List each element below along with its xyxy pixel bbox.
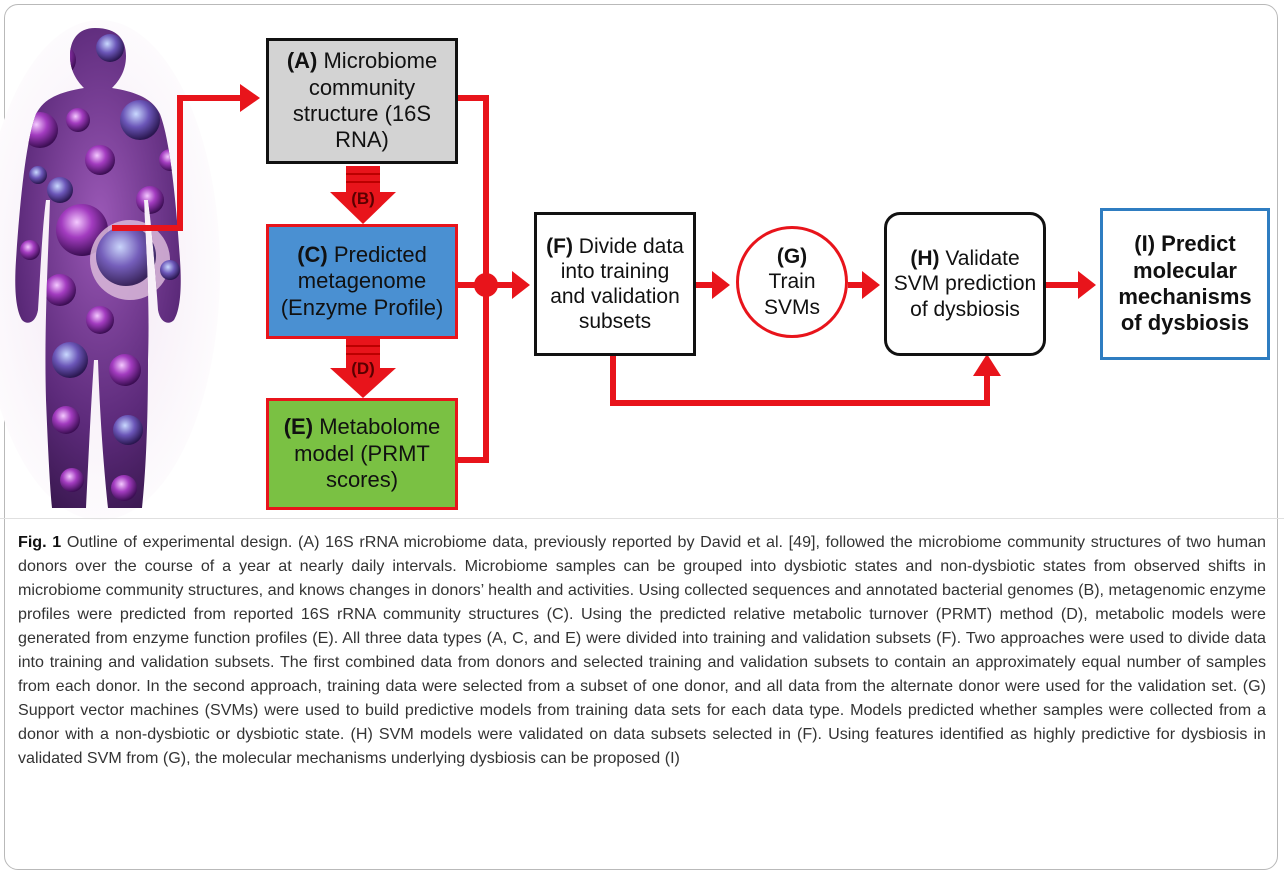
flow-diagram [0, 20, 1096, 520]
arrow-human-to-A [112, 95, 252, 231]
arrowheads [240, 84, 1096, 376]
box-C-predicted-metagenome: (C) Predicted metagenome (Enzyme Profile… [266, 224, 458, 339]
box-I-predict-mechanisms: (I) Predict molecular mechanisms of dysb… [1100, 208, 1270, 360]
box-F-letter: (F) [546, 234, 573, 258]
box-H-validate-svm: (H) Validate SVM prediction of dysbiosis [884, 212, 1046, 356]
box-E-text: Metabolome model (PRMT scores) [294, 414, 441, 493]
line-F-to-H [610, 355, 990, 406]
line-E-to-hub [456, 285, 489, 463]
figure-frame [4, 4, 1278, 870]
caption-divider [0, 518, 1284, 519]
arrow-D [330, 338, 396, 398]
box-G-text: Train SVMs [763, 270, 820, 319]
box-F-divide-data: (F) Divide data into training and valida… [534, 212, 696, 356]
box-E-metabolome-model: (E) Metabolome model (PRMT scores) [266, 398, 458, 510]
arrow-label-B: (B) [351, 188, 375, 208]
box-I-letter: (I) [1134, 231, 1156, 257]
box-I-text: Predict molecular mechanisms of dysbiosi… [1118, 231, 1252, 336]
box-E-letter: (E) [283, 414, 314, 440]
arrow-B [330, 166, 396, 224]
box-F-text: Divide data into training and validation… [550, 234, 684, 334]
box-C-letter: (C) [297, 241, 328, 267]
box-C-text: Predicted metagenome (Enzyme Profile) [280, 241, 444, 320]
box-A-letter: (A) [286, 48, 318, 74]
box-A-microbiome-community: (A) Microbiome community structure (16S … [266, 38, 458, 164]
circle-G-train-svms: (G)Train SVMs [736, 226, 848, 338]
figure-caption: Fig. 1 Outline of experimental design. (… [18, 530, 1266, 770]
caption-text: Outline of experimental design. (A) 16S … [18, 533, 1266, 767]
human-microbiome-illustration [0, 20, 220, 520]
box-G-letter: (G) [776, 245, 808, 269]
arrow-label-D: (D) [351, 358, 375, 378]
box-H-text: Validate SVM prediction of dysbiosis [893, 247, 1037, 321]
box-A-text: Microbiome community structure (16S RNA) [292, 48, 438, 153]
hub-junction [474, 273, 498, 297]
caption-label: Fig. 1 [18, 533, 62, 551]
line-A-to-hub [456, 95, 489, 285]
connector-arrows [112, 95, 1086, 463]
box-H-letter: (H) [910, 247, 940, 271]
